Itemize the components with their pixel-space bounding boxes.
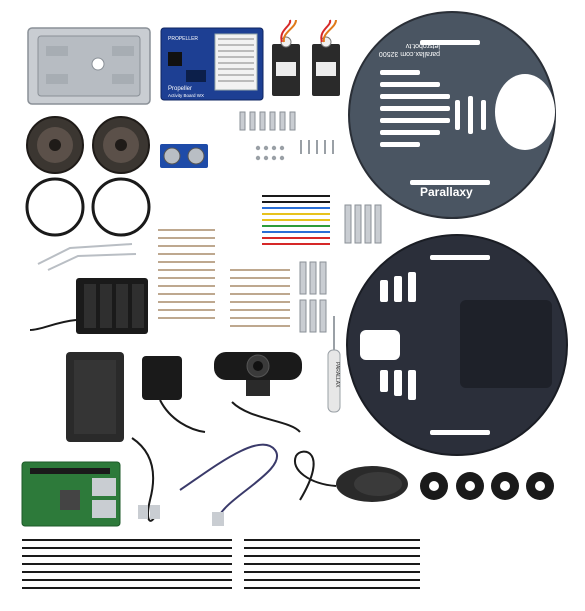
resistor-array — [158, 229, 290, 327]
servo-motor-right — [312, 19, 340, 96]
usb-webcam — [214, 352, 302, 433]
screwdriver-label: PARALLAX — [334, 362, 340, 388]
chassis-bottom-plate — [346, 234, 568, 456]
wheel-left — [26, 116, 84, 174]
board-label-3: Activity Board WX — [168, 93, 204, 98]
cable-ties-right — [244, 539, 420, 589]
cable-ties-left — [22, 539, 232, 589]
ac-adapter — [142, 356, 206, 433]
board-label-2: Propeller — [168, 86, 192, 92]
screw-array — [255, 140, 334, 161]
aluminum-battery-bracket — [27, 27, 151, 105]
board-label-1: PROPELLER — [168, 36, 198, 42]
chassis-url-text: parallax.com 32500 — [379, 50, 440, 57]
caster-discs — [420, 472, 554, 500]
chassis-site-text: letsrobot.tv — [405, 42, 440, 49]
screwdriver: PARALLAX — [327, 316, 341, 413]
standoffs-and-screws — [239, 111, 382, 333]
chassis-brand-text: Parallaxy — [420, 185, 473, 199]
jumper-wire-bundle — [262, 195, 330, 245]
chassis-top-plate: Parallaxy parallax.com 32500 letsrobot.t… — [348, 11, 556, 219]
raspberry-pi-board — [21, 461, 121, 527]
usb-cable-coiled — [131, 437, 160, 522]
wire-hooks — [37, 243, 137, 271]
aa-battery-holder — [29, 278, 148, 334]
rubber-o-rings — [25, 177, 151, 237]
servo-motor-left — [272, 19, 300, 96]
usb-speaker — [293, 450, 408, 502]
ping-ultrasonic-sensor — [160, 144, 208, 168]
power-bank — [66, 352, 124, 442]
usb-cable-loop — [179, 443, 279, 526]
propeller-activity-board: PROPELLER Propeller Activity Board WX — [160, 27, 264, 101]
wheel-right — [92, 116, 150, 174]
